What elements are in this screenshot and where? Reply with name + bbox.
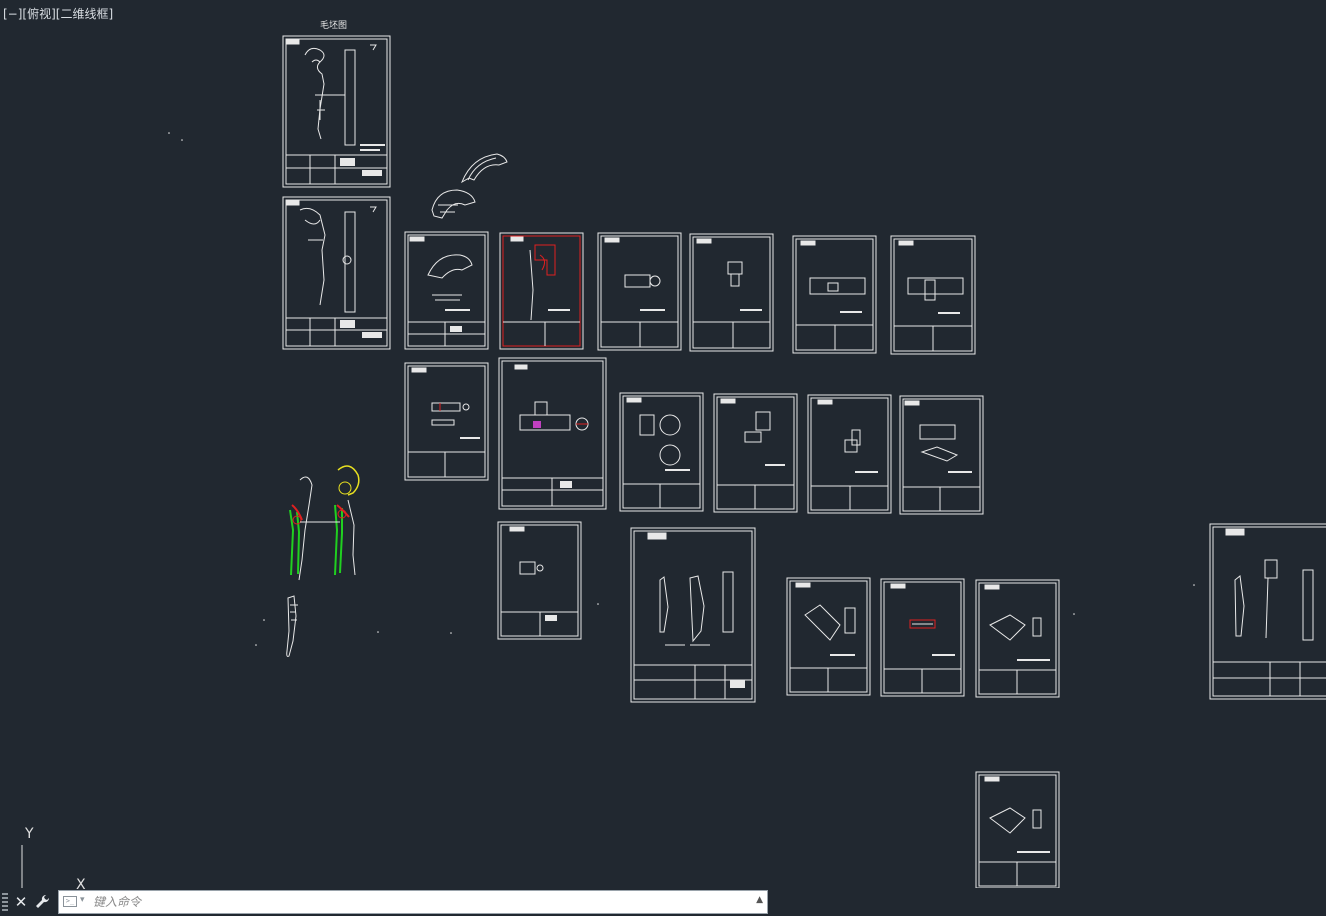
command-input[interactable] bbox=[93, 892, 743, 912]
drawing-sheet[interactable] bbox=[792, 235, 877, 354]
drawing-sheet[interactable] bbox=[689, 233, 774, 352]
drag-handle-icon[interactable] bbox=[2, 893, 8, 911]
assembly-part[interactable] bbox=[286, 465, 360, 657]
drawing-sheet[interactable] bbox=[890, 235, 976, 355]
sheet-title: 毛坯图 bbox=[320, 19, 347, 31]
drawing-sheet[interactable] bbox=[975, 579, 1060, 698]
close-icon[interactable]: ✕ bbox=[14, 893, 28, 911]
drawing-sheet[interactable] bbox=[498, 357, 607, 510]
drawing-sheet[interactable] bbox=[975, 771, 1060, 888]
chevron-down-icon[interactable]: ▾ bbox=[80, 895, 85, 905]
drawing-sheet[interactable] bbox=[786, 577, 871, 696]
drawing-sheet[interactable] bbox=[404, 231, 489, 350]
drawing-sheet[interactable] bbox=[497, 521, 582, 640]
command-history-icon[interactable]: ▲ bbox=[756, 895, 763, 905]
drawing-sheet-selected[interactable] bbox=[499, 232, 584, 350]
command-line-bar: ✕ >_ ▾ ▲ bbox=[0, 888, 768, 916]
part-outline[interactable] bbox=[431, 189, 476, 219]
drawing-sheet[interactable] bbox=[880, 578, 965, 697]
drawing-sheet[interactable]: 毛坯图 bbox=[282, 19, 391, 188]
viewport-controls-label[interactable]: [−][俯视][二维线框] bbox=[3, 7, 114, 21]
drawing-canvas[interactable]: 毛坯图 bbox=[0, 0, 1326, 888]
drawing-sheet[interactable] bbox=[597, 232, 682, 351]
drawing-sheet[interactable] bbox=[1209, 523, 1326, 700]
stray-points bbox=[168, 132, 1195, 646]
wrench-icon[interactable] bbox=[33, 891, 53, 913]
part-outline[interactable] bbox=[461, 153, 508, 184]
command-input-box[interactable]: >_ ▾ ▲ bbox=[58, 890, 768, 914]
drawing-sheet[interactable] bbox=[713, 393, 798, 513]
drawing-sheet[interactable] bbox=[899, 395, 984, 515]
drawing-sheet[interactable] bbox=[282, 196, 391, 350]
drawing-sheet[interactable] bbox=[630, 527, 756, 703]
drawing-sheet[interactable] bbox=[404, 362, 489, 481]
drawing-sheet[interactable] bbox=[619, 392, 704, 512]
drawing-sheet[interactable] bbox=[807, 394, 892, 514]
command-prompt-icon[interactable]: >_ bbox=[63, 896, 77, 907]
